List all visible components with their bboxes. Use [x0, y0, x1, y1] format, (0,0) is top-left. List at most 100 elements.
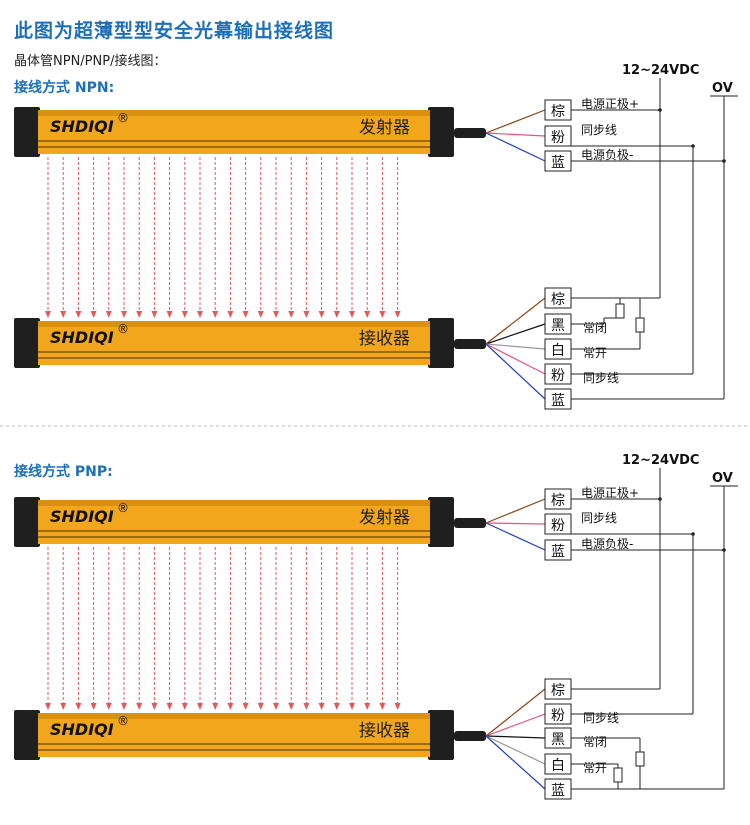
- beam-arrowhead: [121, 311, 127, 318]
- npn-receiver-brand-logo: SHDIQI: [50, 328, 114, 347]
- npn-emitter-end-cap-left: [14, 107, 40, 157]
- npn-receiver-end-cap-left: [14, 318, 40, 368]
- pnp-emitter-wire: [485, 522, 546, 551]
- pnp-receiver-desc-1: 同步线: [583, 711, 619, 725]
- beam-arrowhead: [364, 703, 371, 710]
- beam-arrowhead: [75, 311, 82, 318]
- beam-arrowhead: [90, 311, 97, 318]
- beam-arrowhead: [394, 311, 401, 318]
- pnp-emitter-wire: [485, 498, 546, 524]
- npn-supply-label: 12~24VDC: [622, 63, 699, 78]
- pnp-receiver-device-name: 接收器: [359, 721, 410, 741]
- npn-receiver-cable: [454, 339, 486, 349]
- npn-emitter-wire: [485, 109, 546, 134]
- pnp-receiver-tag-1-label: 粉: [551, 708, 565, 724]
- pnp-receiver-end-cap-right: [428, 710, 454, 760]
- npn-receiver-desc-2: 常开: [583, 346, 607, 360]
- npn-receiver-tag-3-label: 粉: [551, 368, 565, 384]
- pnp-receiver-cable: [454, 731, 486, 741]
- beam-arrowhead: [212, 311, 219, 318]
- pnp-receiver-tag-4-label: 蓝: [551, 783, 565, 799]
- pnp-receiver-wire: [485, 735, 546, 739]
- npn-zero-label: OV: [712, 81, 733, 96]
- npn-receiver-wire: [485, 343, 546, 400]
- npn-receiver-desc-3: 同步线: [583, 371, 619, 385]
- beam-arrowhead: [303, 311, 310, 318]
- npn-receiver-wire: [485, 343, 546, 350]
- pnp-receiver-tag-0-label: 棕: [551, 683, 565, 699]
- beam-arrowhead: [121, 703, 127, 710]
- npn-no-resistor: [635, 317, 645, 333]
- beam-arrowhead: [151, 703, 158, 710]
- pnp-supply-label: 12~24VDC: [622, 453, 699, 468]
- beam-arrowhead: [166, 311, 173, 318]
- npn-emitter-desc-2: 电源负极-: [581, 148, 633, 162]
- page-title: 此图为超薄型型安全光幕输出接线图: [14, 20, 335, 42]
- npn-receiver-top-edge: [38, 321, 430, 327]
- pnp-receiver-wire: [485, 688, 546, 737]
- npn-emitter-tag-1-label: 粉: [551, 130, 565, 146]
- pnp-emitter-end-cap-left: [14, 497, 40, 547]
- pnp-junction-dot: [658, 497, 662, 501]
- npn-receiver-tag-2-label: 白: [551, 343, 565, 359]
- npn-receiver-wire: [485, 323, 546, 345]
- pnp-receiver-bar: [14, 710, 486, 760]
- beam-arrowhead: [197, 311, 203, 318]
- pnp-receiver-tag-3-label: 白: [551, 758, 565, 774]
- pnp-emitter-device-name: 发射器: [359, 508, 410, 528]
- beam-arrowhead: [273, 311, 279, 318]
- beam-arrowhead: [333, 703, 340, 710]
- beam-arrowhead: [242, 311, 249, 318]
- page-subtitle: 晶体管NPN/PNP/接线图：: [14, 54, 167, 69]
- beam-arrowhead: [181, 703, 188, 710]
- npn-junction-dot: [722, 159, 726, 163]
- pnp-section-label: 接线方式 PNP:: [14, 464, 113, 480]
- beam-arrowhead: [227, 703, 234, 710]
- pnp-receiver-tag-2-label: 黑: [551, 732, 565, 748]
- pnp-receiver-end-cap-left: [14, 710, 40, 760]
- beam-arrowhead: [227, 311, 234, 318]
- npn-receiver-wire: [485, 297, 546, 345]
- pnp-emitter-brand-logo: SHDIQI: [50, 507, 114, 526]
- beam-arrowhead: [257, 311, 264, 318]
- beam-arrowhead: [136, 311, 143, 318]
- pnp-receiver-desc-2: 常闭: [583, 735, 607, 749]
- npn-receiver-tag-1-label: 黑: [551, 318, 565, 334]
- beam-arrowhead: [60, 703, 67, 710]
- npn-receiver-tag-0-label: 棕: [551, 292, 565, 308]
- npn-emitter-end-cap-right: [428, 107, 454, 157]
- npn-emitter-tag-0-label: 棕: [551, 104, 565, 120]
- pnp-receiver-desc-3: 常开: [583, 761, 607, 775]
- beam-arrowhead: [333, 311, 340, 318]
- beam-arrowhead: [212, 703, 219, 710]
- pnp-receiver-brand-mark: ®: [117, 714, 129, 728]
- pnp-emitter-tag-0-label: 棕: [551, 493, 565, 509]
- beam-arrowhead: [105, 311, 112, 318]
- beam-arrowhead: [105, 703, 112, 710]
- beam-arrowhead: [136, 703, 143, 710]
- npn-receiver-wire: [485, 343, 546, 375]
- beam-arrowhead: [394, 703, 401, 710]
- npn-emitter-brand-logo: SHDIQI: [50, 117, 114, 136]
- beam-arrowhead: [45, 703, 51, 710]
- pnp-nc-resistor: [635, 751, 645, 767]
- npn-receiver-device-name: 接收器: [359, 329, 410, 349]
- npn-receiver-end-cap-right: [428, 318, 454, 368]
- pnp-receiver-brand-logo: SHDIQI: [50, 720, 114, 739]
- beam-arrowhead: [242, 703, 249, 710]
- beam-arrowhead: [181, 311, 188, 318]
- pnp-emitter-desc-2: 电源负极-: [581, 537, 633, 551]
- npn-section-label: 接线方式 NPN:: [14, 80, 115, 96]
- beam-arrowhead: [349, 703, 355, 710]
- pnp-emitter-tag-1-box: [544, 513, 572, 535]
- beam-arrowhead: [318, 703, 325, 710]
- npn-receiver-brand-mark: ®: [117, 322, 129, 336]
- npn-receiver-tag-4-label: 蓝: [551, 393, 565, 409]
- npn-emitter-tag-1-box: [544, 125, 572, 147]
- npn-emitter-bar: [14, 107, 486, 157]
- beam-arrowhead: [379, 703, 386, 710]
- pnp-receiver-wire: [485, 713, 546, 737]
- pnp-emitter-desc-1: 同步线: [581, 511, 617, 525]
- pnp-emitter-desc-0: 电源正极+: [581, 486, 639, 500]
